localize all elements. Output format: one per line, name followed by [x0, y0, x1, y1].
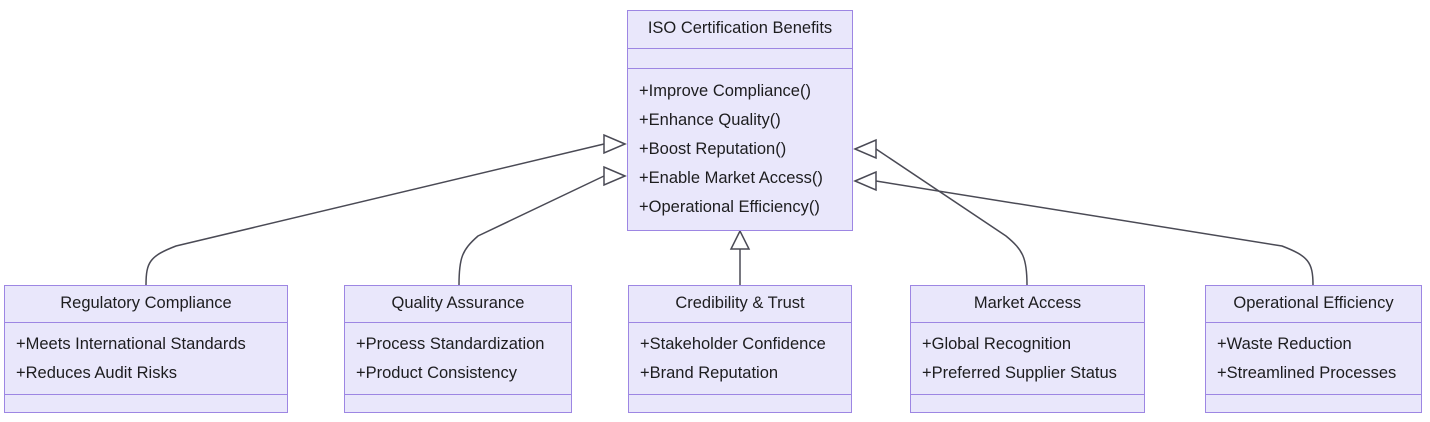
- attributes-compartment: +Waste Reduction +Streamlined Processes: [1206, 323, 1421, 394]
- compartment-divider: [628, 47, 852, 49]
- compartment-divider: [5, 321, 287, 323]
- class-title: Operational Efficiency: [1233, 294, 1394, 312]
- methods-compartment: [5, 395, 287, 408]
- attribute-item: +Brand Reputation: [640, 363, 779, 382]
- attribute-item: +Streamlined Processes: [1217, 363, 1397, 382]
- uml-class-market-access[interactable]: Market Access +Global Recognition +Prefe…: [910, 285, 1145, 413]
- inheritance-edge-market-access: [875, 148, 1028, 286]
- attribute-item: +Meets International Standards: [16, 334, 246, 353]
- inheritance-edge-regulatory-compliance: [145, 143, 605, 286]
- uml-class-operational-efficiency[interactable]: Operational Efficiency +Waste Reduction …: [1205, 285, 1422, 413]
- compartment-divider: [629, 393, 851, 395]
- uml-class-quality-assurance[interactable]: Quality Assurance +Process Standardizati…: [344, 285, 572, 413]
- compartment-divider: [628, 68, 852, 69]
- methods-compartment: [629, 395, 851, 408]
- compartment-divider: [911, 321, 1144, 323]
- inheritance-edge-operational-efficiency: [875, 180, 1314, 286]
- class-title: ISO Certification Benefits: [647, 19, 833, 37]
- compartment-divider: [911, 393, 1144, 395]
- inheritance-edge-quality-assurance: [458, 175, 605, 286]
- methods-compartment: [1206, 395, 1421, 408]
- attribute-item: +Waste Reduction: [1217, 334, 1352, 353]
- method-item: +Operational Efficiency(): [639, 198, 820, 216]
- uml-class-credibility-trust[interactable]: Credibility & Trust +Stakeholder Confide…: [628, 285, 852, 413]
- inheritance-arrowhead-left-lower: [603, 165, 627, 187]
- inheritance-arrowhead-right-lower: [853, 170, 877, 192]
- compartment-divider: [345, 393, 571, 395]
- class-title: Quality Assurance: [391, 294, 525, 312]
- compartment-divider: [345, 321, 571, 323]
- attribute-item: +Stakeholder Confidence: [640, 334, 826, 353]
- uml-class-regulatory-compliance[interactable]: Regulatory Compliance +Meets Internation…: [4, 285, 288, 413]
- methods-compartment: +Improve Compliance() +Enhance Quality()…: [628, 69, 852, 230]
- method-item: +Improve Compliance(): [639, 82, 811, 100]
- inheritance-arrowhead-left-upper: [603, 133, 627, 155]
- attributes-compartment: [628, 49, 852, 69]
- methods-compartment: [911, 395, 1144, 408]
- inheritance-arrowhead-bottom: [729, 229, 751, 250]
- methods-compartment: [345, 395, 571, 408]
- attributes-compartment: +Process Standardization +Product Consis…: [345, 323, 571, 394]
- uml-class-iso-certification-benefits[interactable]: ISO Certification Benefits +Improve Comp…: [627, 10, 853, 231]
- method-item: +Enhance Quality(): [639, 111, 781, 129]
- attribute-item: +Process Standardization: [356, 334, 545, 353]
- attributes-compartment: +Global Recognition +Preferred Supplier …: [911, 323, 1144, 394]
- compartment-divider: [629, 321, 851, 323]
- compartment-divider: [1206, 393, 1421, 395]
- method-item: +Enable Market Access(): [639, 169, 823, 187]
- class-title: Regulatory Compliance: [60, 294, 232, 312]
- attribute-item: +Reduces Audit Risks: [16, 363, 177, 382]
- attributes-compartment: +Meets International Standards +Reduces …: [5, 323, 287, 394]
- method-item: +Boost Reputation(): [639, 140, 787, 158]
- inheritance-arrowhead-right-upper: [853, 138, 877, 160]
- attributes-compartment: +Stakeholder Confidence +Brand Reputatio…: [629, 323, 851, 394]
- compartment-divider: [5, 393, 287, 395]
- class-title: Market Access: [973, 294, 1082, 312]
- attribute-item: +Preferred Supplier Status: [922, 363, 1117, 382]
- attribute-item: +Global Recognition: [922, 334, 1072, 353]
- attribute-item: +Product Consistency: [356, 363, 517, 382]
- class-title: Credibility & Trust: [675, 294, 805, 312]
- compartment-divider: [1206, 321, 1421, 323]
